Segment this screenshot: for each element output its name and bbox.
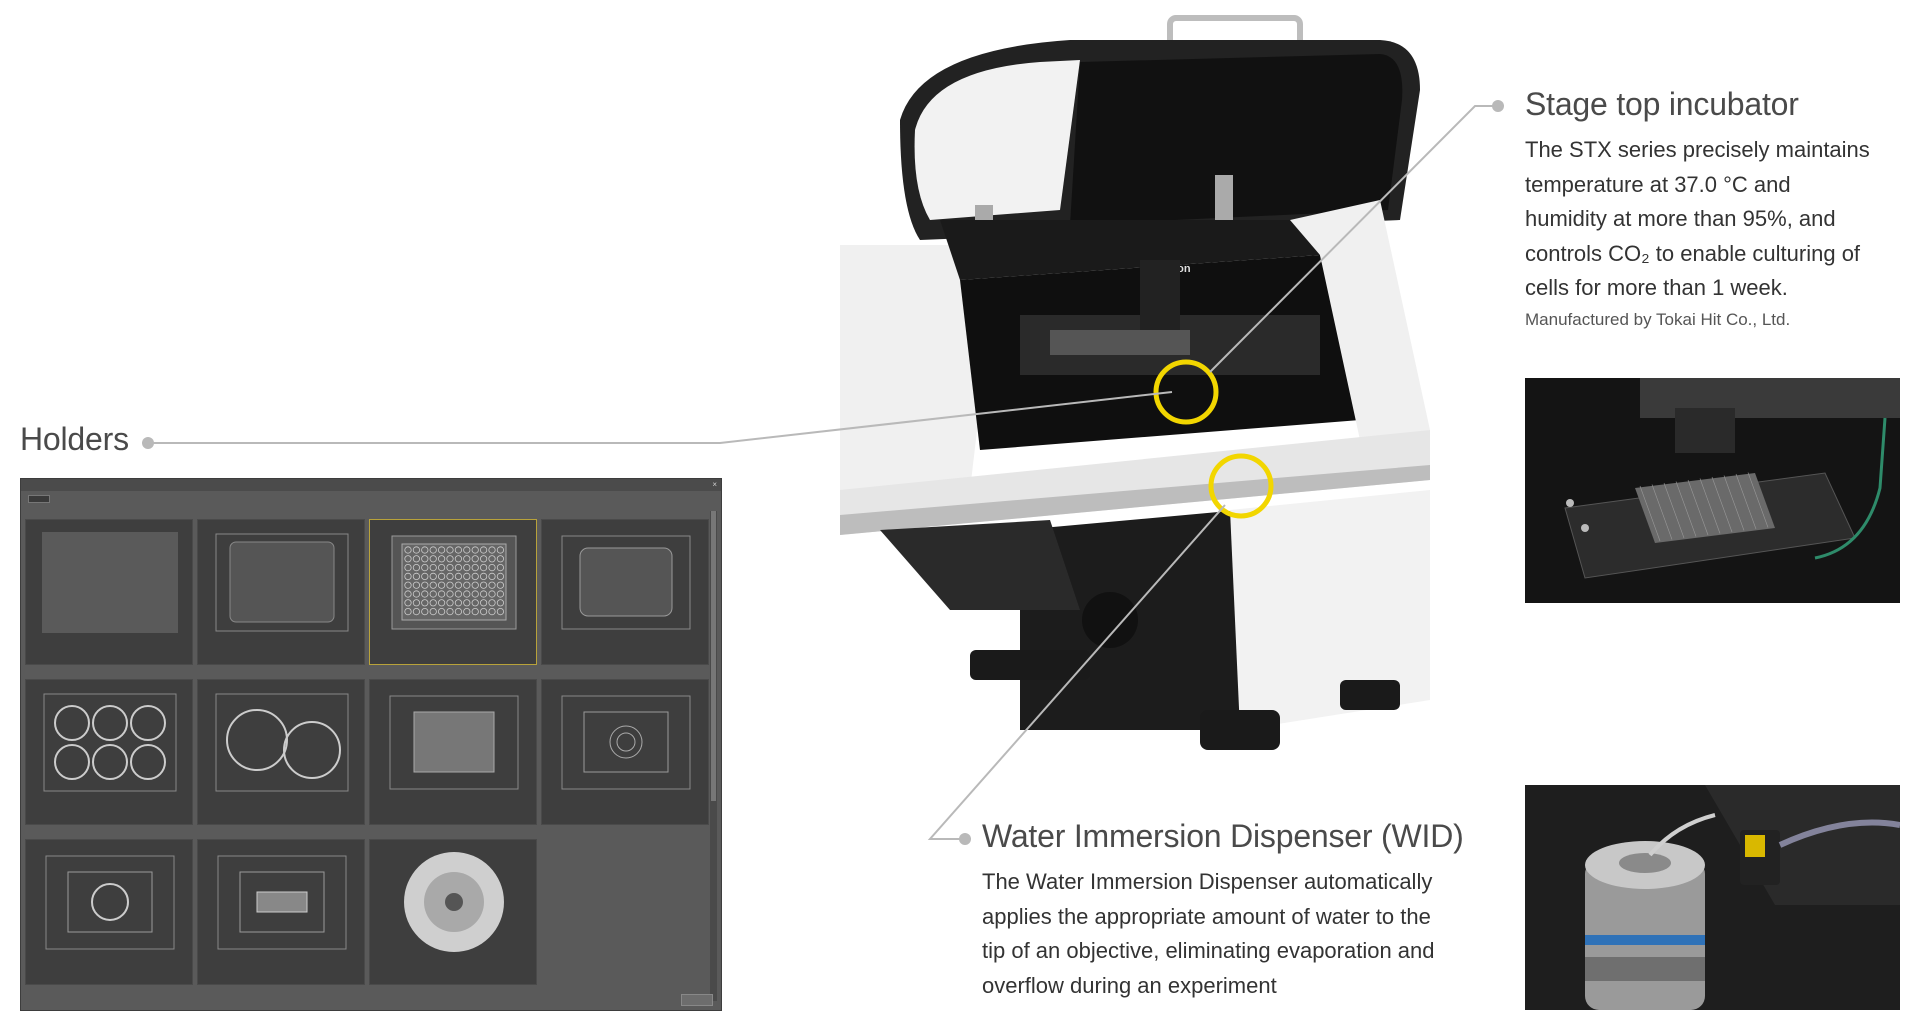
holder-tile[interactable] bbox=[197, 679, 365, 825]
wid-title: Water Immersion Dispenser (WID) bbox=[982, 818, 1464, 854]
holders-callout-dot bbox=[142, 437, 154, 449]
holder-tile[interactable] bbox=[541, 679, 709, 825]
holder-type-row bbox=[25, 495, 50, 505]
holder-tile[interactable] bbox=[369, 839, 537, 985]
blank-holder-icon bbox=[42, 532, 178, 633]
incubator-photo bbox=[1525, 378, 1900, 603]
holders-leader-line bbox=[148, 391, 1173, 444]
wid-highlight-ring bbox=[1208, 453, 1274, 519]
six-dish-holder-icon bbox=[43, 693, 177, 792]
holder-type-select[interactable] bbox=[28, 495, 50, 504]
close-icon[interactable]: × bbox=[712, 480, 717, 489]
stage-ring-holder-icon bbox=[404, 852, 504, 952]
wid-leader-line bbox=[927, 504, 1226, 840]
holder-tile-selected[interactable] bbox=[369, 519, 537, 665]
incubator-description: The STX series precisely maintains tempe… bbox=[1525, 133, 1905, 306]
chamber-holder-icon bbox=[561, 695, 691, 790]
multiwell-plate-holder-icon bbox=[391, 535, 517, 630]
holder-tile[interactable] bbox=[25, 839, 193, 985]
scrollbar-thumb[interactable] bbox=[711, 511, 716, 801]
wid-callout-dot bbox=[959, 833, 971, 845]
universal-holder-icon bbox=[215, 533, 349, 632]
manufacturer-note: Manufactured by Tokai Hit Co., Ltd. bbox=[1525, 309, 1791, 329]
holder-tile[interactable] bbox=[25, 679, 193, 825]
dialog-ok-button[interactable] bbox=[681, 994, 713, 1006]
holder-tile[interactable] bbox=[369, 679, 537, 825]
wid-callout: Water Immersion Dispenser (WID) The Wate… bbox=[982, 818, 1502, 1003]
two-dish-holder-icon bbox=[215, 693, 349, 792]
incubator-highlight-ring bbox=[1153, 359, 1219, 425]
slide-chamber-holder-icon bbox=[217, 855, 347, 950]
wid-description-line: The Water Immersion Dispenser automatica… bbox=[982, 869, 1433, 894]
wid-description-line: overflow during an experiment bbox=[982, 972, 1277, 998]
dialog-scrollbar[interactable] bbox=[710, 511, 717, 1001]
incubator-callout: Stage top incubator The STX series preci… bbox=[1525, 86, 1905, 330]
holders-label: Holders bbox=[20, 421, 129, 457]
holder-settings-dialog: × bbox=[20, 478, 722, 1011]
plate-holder-icon bbox=[389, 695, 519, 790]
microscope-image: Nikon bbox=[840, 15, 1430, 750]
wid-description: The Water Immersion Dispenser automatica… bbox=[982, 865, 1502, 1003]
holder-tile[interactable] bbox=[541, 519, 709, 665]
holder-tile[interactable] bbox=[197, 519, 365, 665]
holder-tile[interactable] bbox=[25, 519, 193, 665]
wid-photo bbox=[1525, 785, 1900, 1010]
incubator-description-line: humidity at more than 95%, and bbox=[1525, 206, 1836, 231]
incubator-description-line: controls CO₂ to enable culturing of bbox=[1525, 240, 1861, 266]
incubator-description-line: cells for more than 1 week. bbox=[1525, 275, 1788, 300]
incubator-title: Stage top incubator bbox=[1525, 86, 1799, 122]
dialog-titlebar bbox=[21, 479, 721, 491]
incubator-leader-line bbox=[1209, 105, 1498, 373]
wid-description-line: applies the appropriate amount of water … bbox=[982, 903, 1431, 929]
incubator-callout-dot bbox=[1492, 100, 1504, 112]
incubator-description-line: The STX series precisely maintains bbox=[1525, 137, 1870, 162]
round-chamber-holder-icon bbox=[45, 855, 175, 950]
slide-holder-icon bbox=[561, 535, 691, 630]
wid-description-line: tip of an objective, eliminating evapora… bbox=[982, 938, 1435, 963]
holder-tile[interactable] bbox=[197, 839, 365, 985]
incubator-description-line: temperature at 37.0 °C and bbox=[1525, 171, 1791, 197]
